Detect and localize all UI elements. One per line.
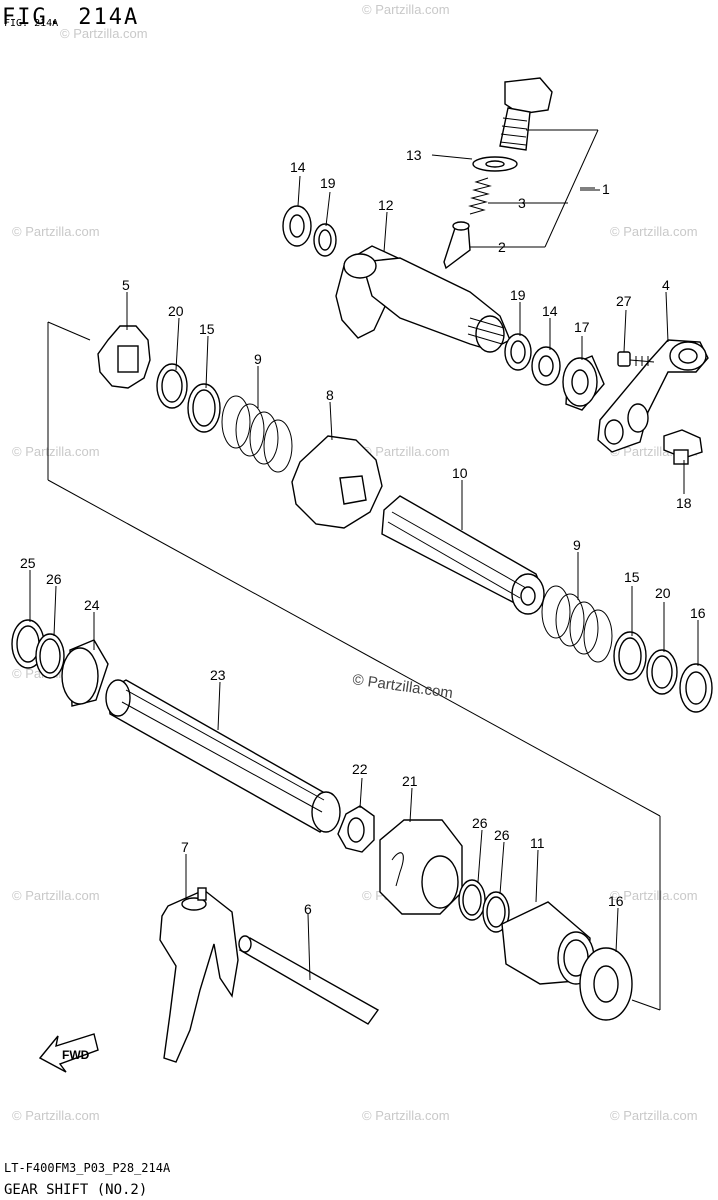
circlip-26-left — [35, 633, 65, 679]
callout-16-lower: 16 — [608, 893, 624, 909]
callout-18: 18 — [676, 495, 692, 511]
washer-14-upper — [282, 205, 312, 247]
washer-16-lower — [579, 947, 633, 1021]
pin-2 — [443, 221, 471, 270]
washer-13 — [472, 156, 518, 172]
callout-20-lower: 20 — [655, 585, 671, 601]
callout-26-a: 26 — [472, 815, 488, 831]
watermark: © Partzilla.com — [12, 888, 100, 903]
callout-20-upper: 20 — [168, 303, 184, 319]
washer-15-left — [187, 383, 221, 433]
circlip-26-b — [482, 891, 510, 933]
fwd-label: FWD — [62, 1048, 90, 1062]
callout-24: 24 — [84, 597, 100, 613]
sleeve-11 — [501, 901, 595, 985]
circlip-22 — [337, 805, 375, 853]
callout-17: 17 — [574, 319, 590, 335]
center-watermark: © Partzilla.com — [351, 671, 453, 702]
callout-13: 13 — [406, 147, 422, 163]
callout-1: 1 — [602, 181, 610, 197]
watermark: © Partzilla.com — [12, 1108, 100, 1123]
leader-lines — [29, 175, 699, 981]
watermark: © Partzilla.com — [610, 1108, 698, 1123]
watermark: © Partzilla.com — [362, 1108, 450, 1123]
callout-3: 3 — [518, 195, 526, 211]
washer-14-right — [531, 346, 561, 386]
figure-code: LT-F400FM3_P03_P28_214A — [4, 1161, 171, 1175]
watermark: © Partzilla.com — [610, 888, 698, 903]
callout-9-upper: 9 — [254, 351, 262, 367]
circlip-19-upper — [313, 223, 337, 257]
callout-7: 7 — [181, 839, 189, 855]
circlip-20-right — [646, 649, 678, 695]
drum-21 — [379, 819, 463, 915]
callout-12: 12 — [378, 197, 394, 213]
callout-4: 4 — [662, 277, 670, 293]
callout-22: 22 — [352, 761, 368, 777]
callout-15-lower: 15 — [624, 569, 640, 585]
gear-5 — [97, 325, 151, 389]
circlip-20-left — [156, 363, 188, 409]
callout-14-right: 14 — [542, 303, 558, 319]
shift-fork-7 — [159, 887, 239, 1063]
spring-9-upper — [221, 395, 293, 473]
gear-shift-lever-4 — [597, 339, 709, 453]
callout-10: 10 — [452, 465, 468, 481]
callout-11: 11 — [530, 835, 545, 851]
callout-26-left: 26 — [46, 571, 62, 587]
callout-19-right: 19 — [510, 287, 526, 303]
callout-8: 8 — [326, 387, 334, 403]
watermark: © Partzilla.com — [12, 444, 100, 459]
bolt-18 — [663, 429, 703, 465]
callout-16-upper: 16 — [690, 605, 706, 621]
gear-shift-shaft-12 — [335, 245, 511, 353]
cam-plate-8 — [291, 435, 383, 529]
callout-9-lower: 9 — [573, 537, 581, 553]
watermark: © Partzilla.com — [362, 444, 450, 459]
figure-caption: GEAR SHIFT (NO.2) — [4, 1182, 147, 1198]
callout-14-upper: 14 — [290, 159, 306, 175]
washer-15-right — [613, 631, 647, 681]
callouts: 1 2 3 4 5 6 7 8 9 9 10 11 12 13 14 14 15… — [20, 147, 706, 917]
callout-26-b: 26 — [494, 827, 510, 843]
figure-title: FIG. 214A — [2, 5, 139, 30]
shift-drum-shaft-10 — [381, 495, 545, 615]
spring-3 — [468, 177, 492, 215]
callout-21: 21 — [402, 773, 418, 789]
spring-9-lower — [541, 585, 613, 663]
watermark: © Partzilla.com — [12, 224, 100, 239]
callout-2: 2 — [498, 239, 506, 255]
callout-19-upper: 19 — [320, 175, 336, 191]
figure-subtitle: FIG. 214A — [4, 18, 58, 29]
shift-fork-shaft-6 — [238, 935, 380, 1025]
callout-27: 27 — [616, 293, 632, 309]
watermark: © Partzilla.com — [610, 224, 698, 239]
watermark: © Partzilla.com — [60, 26, 148, 41]
shift-shaft-23 — [105, 679, 341, 833]
callout-6: 6 — [304, 901, 312, 917]
callout-5: 5 — [122, 277, 130, 293]
bolt-27 — [617, 351, 655, 367]
circlip-19-right — [504, 333, 532, 371]
collar-24 — [61, 639, 109, 707]
fwd-arrow-icon: FWD — [38, 1033, 99, 1073]
callout-bracket-1 — [431, 129, 599, 248]
shift-cam-stopper-bolt — [499, 77, 553, 151]
callout-25: 25 — [20, 555, 36, 571]
washer-16-right — [679, 663, 713, 713]
circlip-26-a — [458, 879, 486, 921]
watermark: © Partzilla.com — [362, 2, 450, 17]
callout-23: 23 — [210, 667, 226, 683]
callout-15-upper: 15 — [199, 321, 215, 337]
oil-seal-17 — [562, 355, 605, 411]
assembly-frame — [47, 321, 661, 1011]
